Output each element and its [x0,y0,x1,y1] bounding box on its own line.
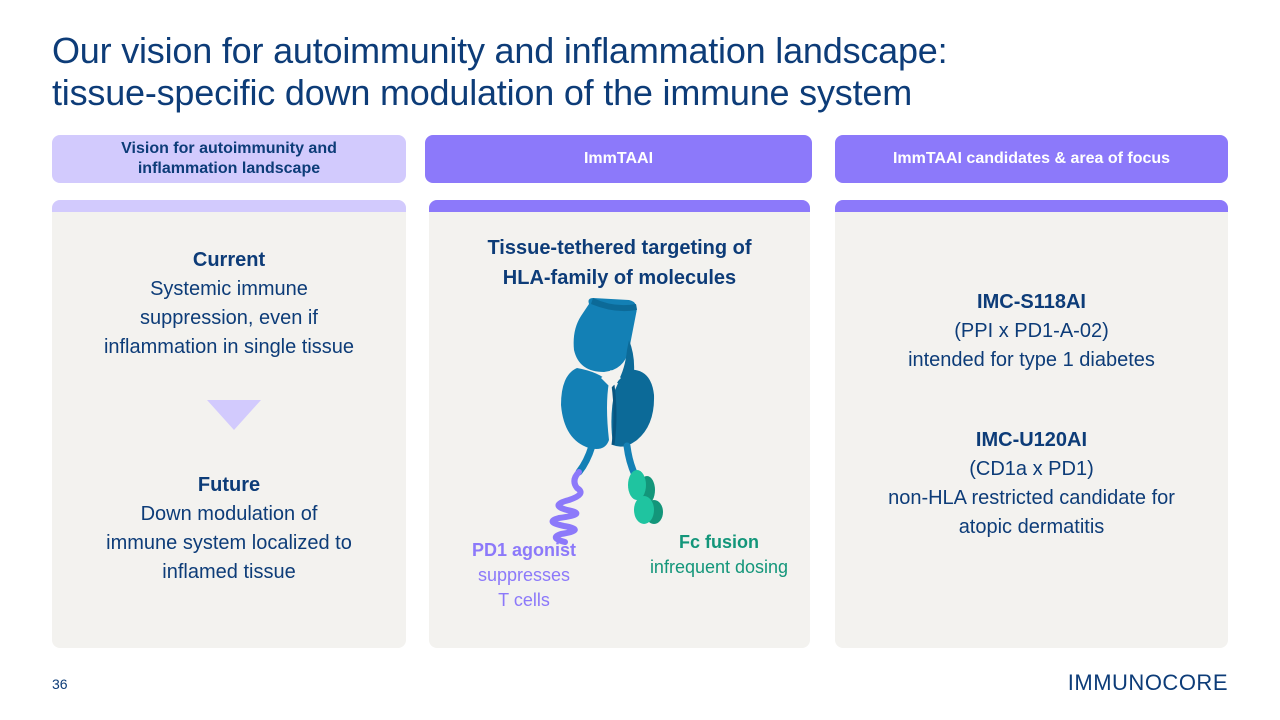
fc-fusion-domain-icon [628,470,663,524]
candidate-line: (PPI x PD1-A-02) [954,320,1109,342]
card-cap [429,200,810,212]
immtaai-molecule-illustration [549,298,663,545]
column-header-immtaai: ImmTAAI [425,135,812,183]
candidate-item: IMC-S118AI (PPI x PD1-A-02) intended for… [835,288,1228,375]
molecule-right-domain-icon [611,369,655,447]
candidate-line: (CD1a x PD1) [969,458,1094,480]
current-block: Current Systemic immune suppression, eve… [52,246,406,362]
right-stalk [623,442,639,479]
immtaai-heading-line-2: HLA-family of molecules [502,267,737,289]
candidates-card: IMC-S118AI (PPI x PD1-A-02) intended for… [835,200,1228,648]
slide-title-line-1: Our vision for autoimmunity and inflamma… [52,30,948,71]
fc-fusion-line: infrequent dosing [649,557,789,577]
candidate-line: non-HLA restricted candidate for [888,487,1175,509]
future-block: Future Down modulation of immune system … [52,471,406,587]
column-header-vision-line-1: Vision for autoimmunity and [121,140,337,157]
immtaai-card: Tissue-tethered targeting of HLA-family … [429,200,810,648]
candidate-item: IMC-U120AI (CD1a x PD1) non-HLA restrict… [835,426,1228,542]
slide-title: Our vision for autoimmunity and inflamma… [52,30,1202,114]
candidate-name: IMC-U120AI [975,429,1088,451]
vision-card: Current Systemic immune suppression, eve… [52,200,406,648]
card-cap [52,200,406,212]
pd1-agonist-line: T cells [498,590,550,610]
molecule-hole [601,370,621,388]
current-line: inflammation in single tissue [103,336,355,358]
page-number: 36 [52,676,68,692]
future-line: inflamed tissue [162,561,296,583]
fc-fusion-title: Fc fusion [679,532,759,552]
current-line: suppression, even if [140,307,318,329]
candidate-line: atopic dermatitis [958,516,1105,538]
candidate-line: intended for type 1 diabetes [908,349,1155,371]
pd1-agonist-title: PD1 agonist [471,540,577,560]
molecule-left-domain-icon [561,368,609,449]
pd1-agonist-line: suppresses [477,565,571,585]
candidate-name: IMC-S118AI [977,291,1086,313]
column-header-vision: Vision for autoimmunity and inflammation… [52,135,406,183]
future-heading: Future [197,474,261,496]
left-stalk [575,442,596,476]
pd1-agonist-label: PD1 agonist suppresses T cells [449,538,599,613]
immunocore-logo: IMMUNOCORE [1067,670,1228,695]
down-arrow-icon [207,400,261,430]
current-line: Systemic immune [150,278,308,300]
future-line: Down modulation of [140,503,318,525]
immtaai-heading-line-1: Tissue-tethered targeting of [487,237,752,259]
current-heading: Current [192,249,266,271]
column-header-vision-line-2: inflammation landscape [137,160,321,177]
slide-title-line-2: tissue-specific down modulation of the i… [52,72,912,113]
fc-fusion-label: Fc fusion infrequent dosing [629,530,809,580]
immtaai-heading: Tissue-tethered targeting of HLA-family … [429,233,810,293]
future-line: immune system localized to [106,532,352,554]
card-cap [835,200,1228,212]
pd1-agonist-coil-icon [549,469,584,545]
column-header-candidates: ImmTAAI candidates & area of focus [835,135,1228,183]
